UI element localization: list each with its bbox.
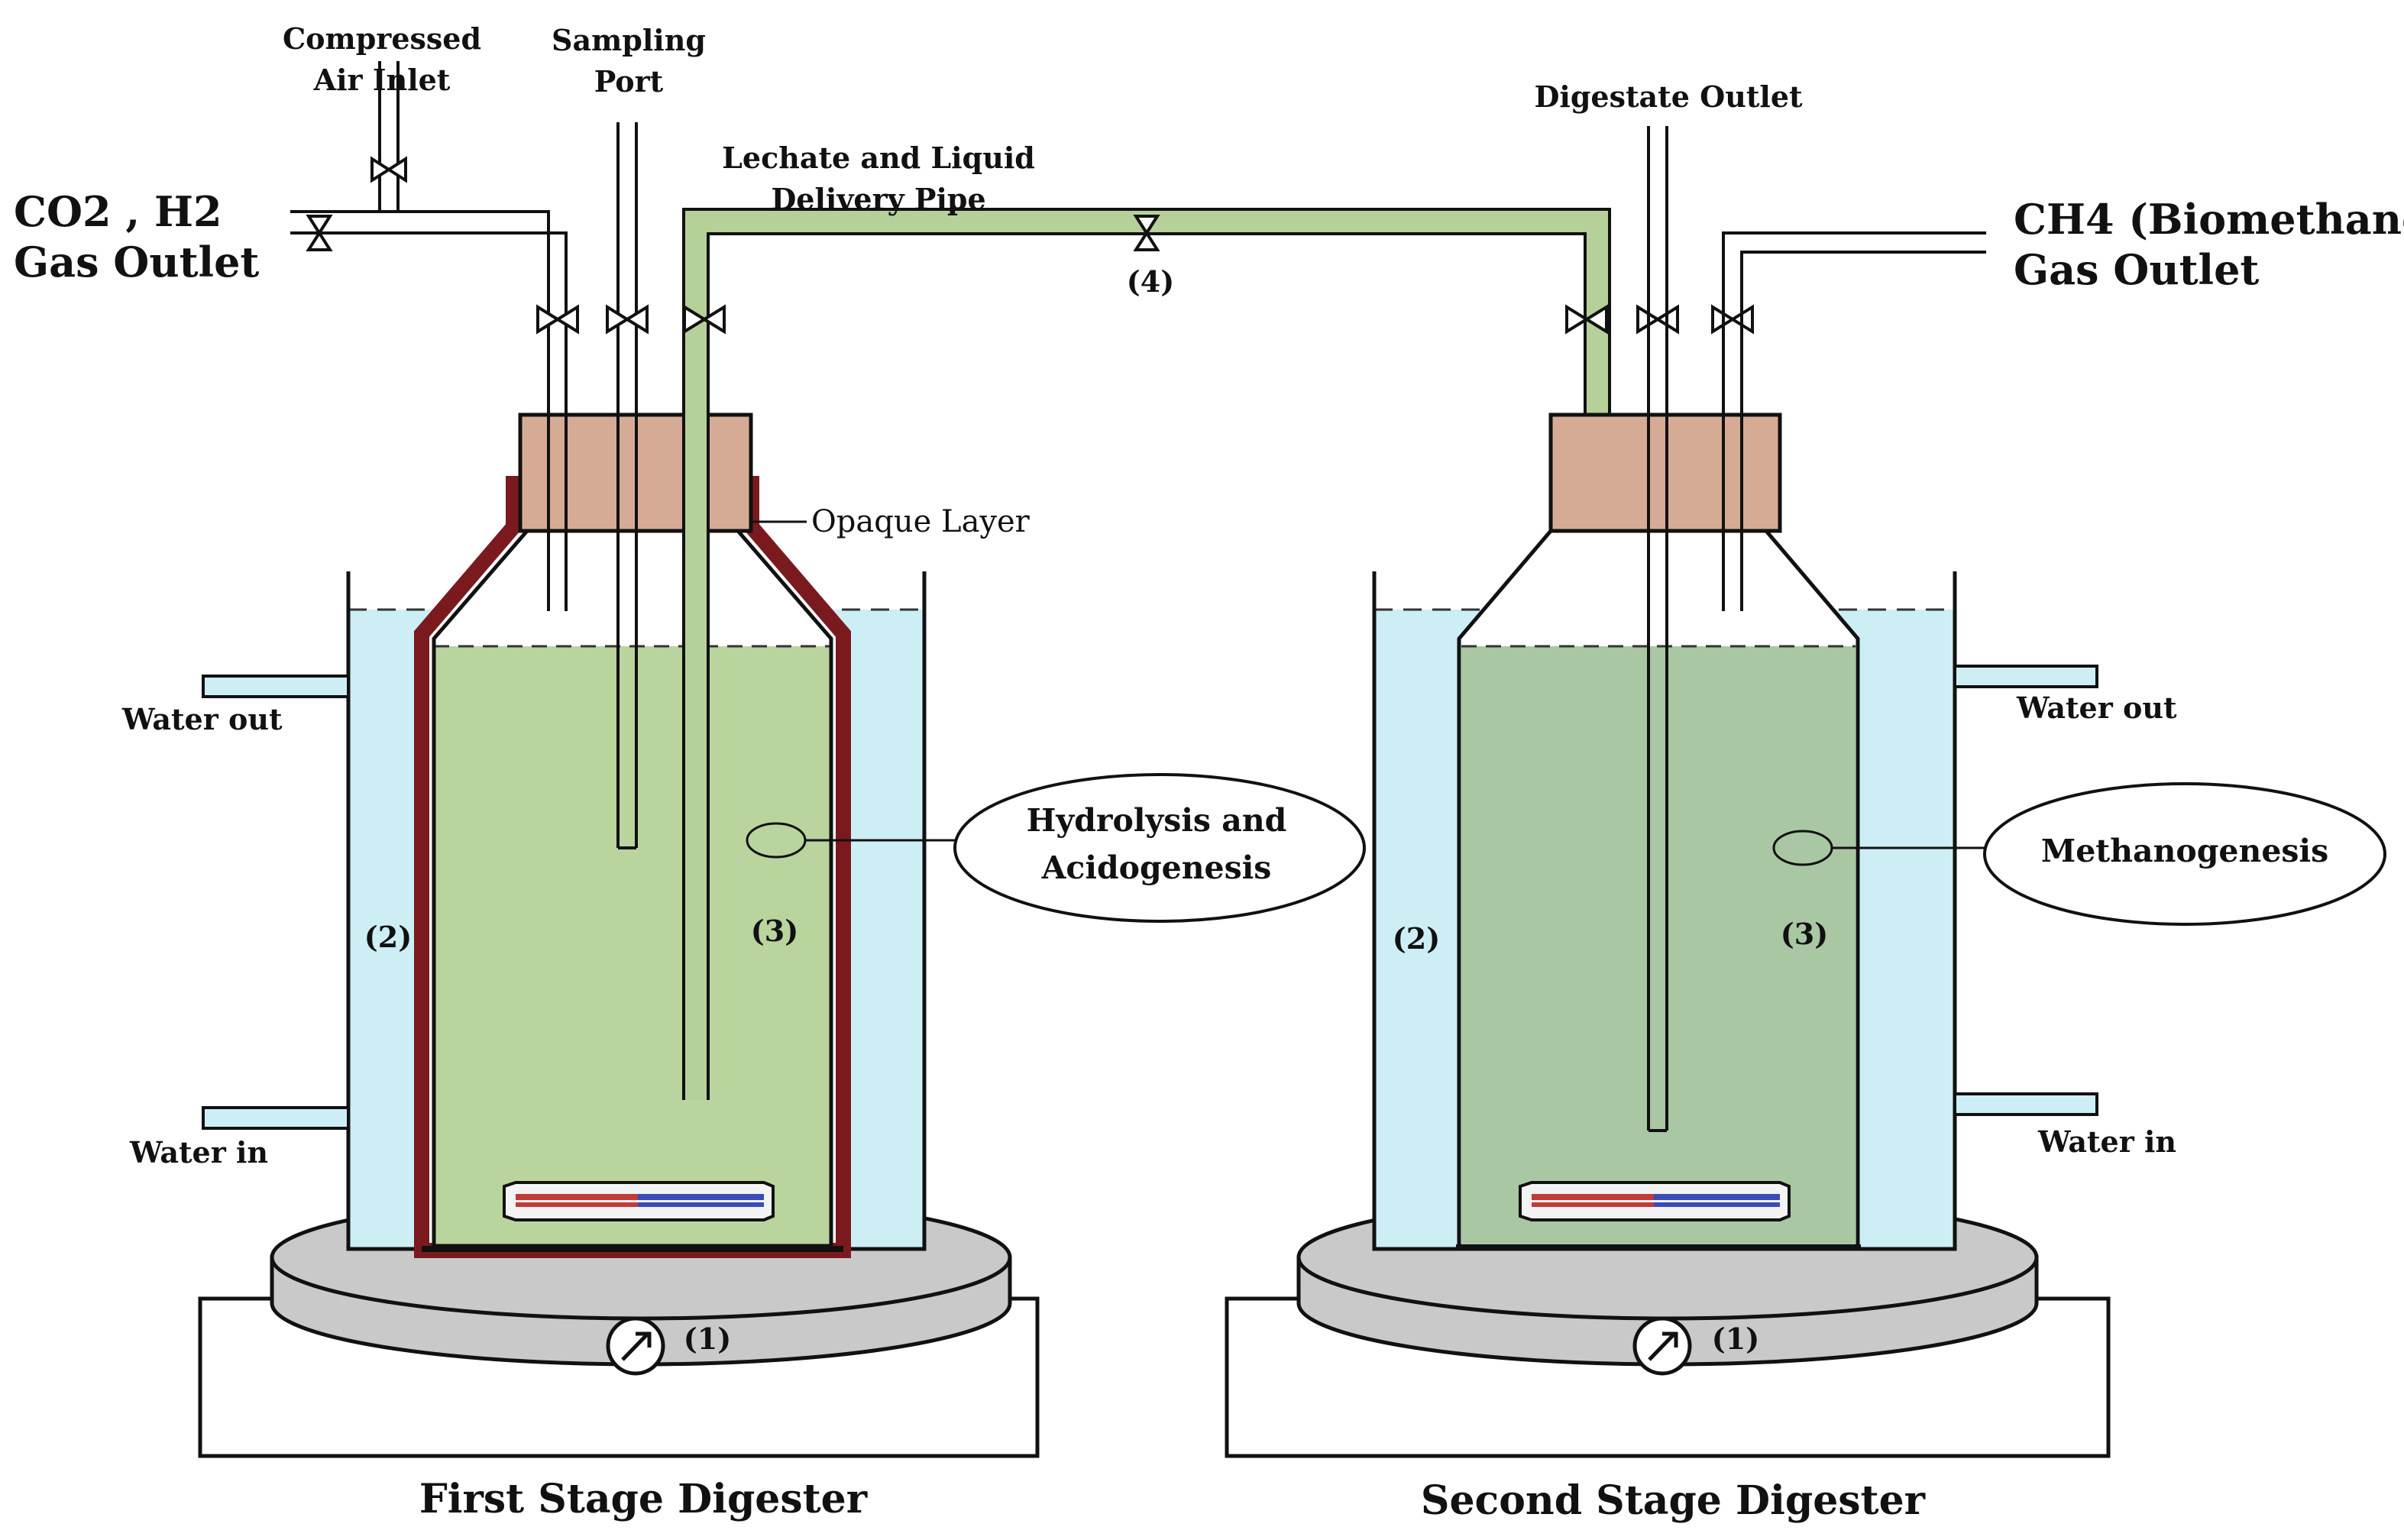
first-stir-bar [503,1181,775,1221]
second-gas-outlet-label-line1: CH4 (Biomethane) [2014,195,2404,244]
compressed-air-label-line2: Air Inlet [313,63,451,97]
first-label-2: (2) [364,920,412,954]
first-gas-outlet-pipe [290,210,550,611]
first-water-in-pipe [202,1106,350,1130]
second-bottle-liquid [1461,646,1856,1244]
second-process-bubble [1983,782,2386,926]
valve-first-gas-icon [536,304,579,335]
second-label-2: (2) [1393,921,1440,956]
first-water-in-label: Water in [129,1135,268,1170]
first-label-1: (1) [684,1322,731,1356]
valve-pipe-second-icon [1565,304,1608,335]
sampling-port-label-line2: Port [594,64,664,99]
sampling-port-label-line1: Sampling [552,23,706,57]
second-stage-title: Second Stage Digester [1421,1477,1926,1524]
second-water-out-label: Water out [2016,691,2177,725]
valves [306,156,1754,335]
first-gas-outlet-label-line2: Gas Outlet [14,238,259,286]
pipe-number-label: (4) [1127,264,1174,299]
digestate-outlet-label: Digestate Outlet [1534,79,1803,114]
first-process-bubble [953,773,1366,923]
second-dial-icon [1632,1316,1692,1376]
first-process-label-line2: Acidogenesis [1041,849,1272,886]
first-dial-icon [606,1316,665,1376]
valve-gas-outlet-icon [306,215,333,251]
valve-pipe-first-icon [683,304,726,335]
valve-pipe-middle-icon [1133,215,1160,251]
pipe-label-line1: Lechate and Liquid [722,141,1035,175]
first-water-out-pipe [202,675,350,698]
first-process-label-line1: Hydrolysis and [1027,802,1287,839]
valve-sampling-icon [606,304,649,335]
second-water-out-pipe [1953,665,2098,688]
compressed-air-label-line1: Compressed [283,21,481,56]
valve-compressed-air-icon [370,156,407,183]
first-gas-outlet-pipe-inner [290,231,568,611]
first-stage-title: First Stage Digester [419,1476,868,1522]
second-water-in-label: Water in [2037,1124,2176,1159]
second-label-3: (3) [1781,917,1828,951]
first-gas-outlet-label-line1: CO2 , H2 [14,187,222,236]
first-label-3: (3) [751,914,798,948]
second-stir-bar [1519,1181,1791,1221]
opaque-layer-label: Opaque Layer [811,504,1031,539]
second-process-label: Methanogenesis [2041,833,2328,869]
first-water-out-label: Water out [121,702,283,736]
first-bottle-liquid [434,646,831,1246]
pipe-label-line2: Delivery Pipe [771,182,985,216]
valve-digestate-icon [1636,304,1679,335]
second-gas-outlet-label-line2: Gas Outlet [2014,245,2259,294]
second-stage-digester [1225,126,2111,1458]
second-ch4-pipe [1722,231,1986,611]
first-stage-digester [198,61,1040,1458]
second-label-1: (1) [1712,1322,1759,1356]
callouts [746,520,2386,926]
second-water-in-pipe [1953,1092,2098,1116]
valve-ch4-icon [1711,304,1754,335]
